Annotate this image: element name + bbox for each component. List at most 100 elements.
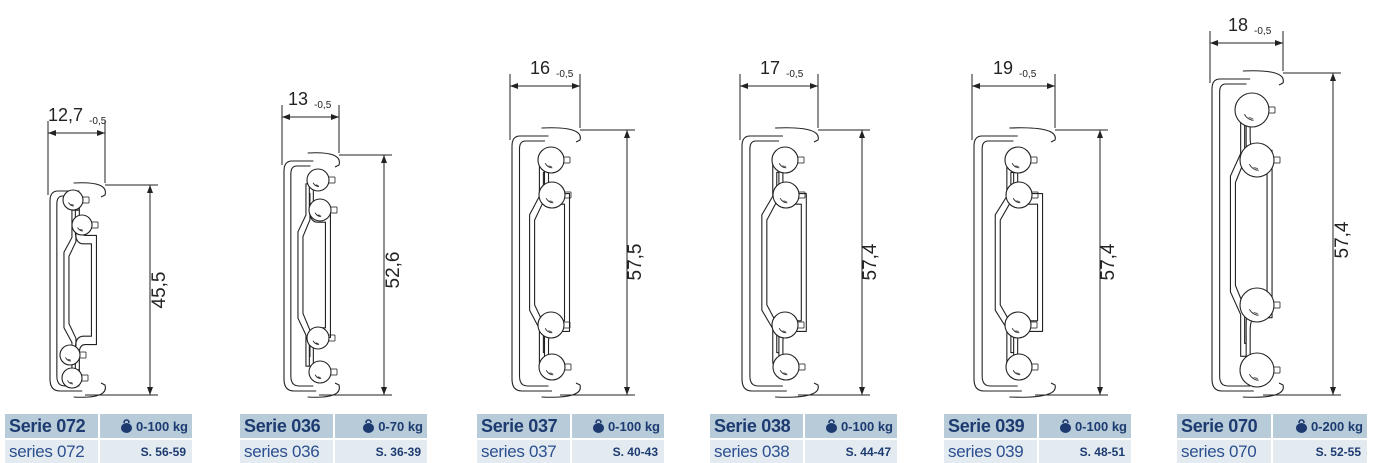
ball-bearing: [306, 326, 336, 350]
load-capacity: 0-100 kg: [99, 414, 192, 438]
width-value: 19: [993, 58, 1013, 78]
ball-bearing: [772, 353, 806, 381]
page-reference: S. 48-51: [1038, 440, 1131, 463]
load-value: 0-100 kg: [1074, 418, 1127, 434]
profile-drawing-5: 19 -0,5 57,4: [971, 58, 1119, 398]
height-dimension: 57,5: [560, 129, 646, 396]
load-value: 0-100 kg: [135, 418, 188, 434]
load-value: 0-70 kg: [378, 418, 423, 434]
series-name-en: series 039: [944, 440, 1037, 463]
width-dimension: 16 -0,5: [509, 58, 581, 140]
load-value: 0-200 kg: [1310, 418, 1363, 434]
ball-bearing: [538, 353, 572, 381]
width-tolerance: -0,5: [786, 69, 804, 80]
width-value: 13: [288, 89, 308, 109]
height-dimension: 57,4: [1263, 72, 1353, 396]
kettlebell-icon: [1295, 419, 1307, 433]
load-value: 0-100 kg: [840, 418, 893, 434]
ball-bearing: [537, 146, 571, 174]
series-name-en: series 036: [240, 440, 333, 463]
width-value: 18: [1228, 15, 1248, 35]
ball-bearing: [771, 146, 805, 174]
height-dimension: 52,6: [319, 154, 404, 396]
height-dimension: 57,4: [798, 129, 881, 396]
ball-bearing: [1004, 311, 1038, 339]
width-dimension: 19 -0,5: [971, 58, 1056, 140]
page-reference: S. 52-55: [1273, 440, 1367, 463]
load-capacity: 0-100 kg: [804, 414, 897, 438]
kettlebell-icon: [592, 419, 604, 433]
width-value: 17: [760, 58, 780, 78]
series-name-en: series 038: [710, 440, 803, 463]
height-dimension: 57,4: [1035, 129, 1119, 396]
serie-name: Serie 038: [710, 414, 803, 438]
width-dimension: 13-0,5: [281, 89, 340, 165]
ball-bearing: [59, 344, 87, 366]
load-value: 0-100 kg: [607, 418, 660, 434]
serie-name: Serie 039: [944, 414, 1037, 438]
width-tolerance: -0,5: [556, 69, 574, 80]
serie-name: Serie 036: [240, 414, 333, 438]
slide-profile: [1211, 70, 1284, 398]
height-value: 45,5: [149, 272, 170, 309]
load-capacity: 0-100 kg: [571, 414, 664, 438]
ball-bearing: [308, 198, 338, 222]
page-reference: S. 44-47: [804, 440, 897, 463]
height-value: 57,4: [1098, 243, 1119, 280]
ball-bearing: [308, 360, 338, 384]
width-tolerance: -0,5: [89, 116, 107, 127]
ball-bearing: [61, 367, 89, 389]
ball-bearing: [1005, 353, 1039, 381]
profile-drawing-1: 12,7 -0,5 45,5: [47, 105, 170, 398]
slide-profile: [49, 182, 106, 398]
ball-bearing: [772, 181, 806, 209]
series-name-en: series 070: [1177, 440, 1271, 463]
ball-bearing: [306, 168, 336, 192]
kettlebell-icon: [1059, 419, 1071, 433]
serie-name: Serie 072: [5, 414, 98, 438]
ball-bearing: [771, 311, 805, 339]
kettlebell-icon: [120, 419, 132, 433]
load-capacity: 0-200 kg: [1273, 414, 1367, 438]
slide-profile: [973, 127, 1056, 398]
profile-drawing-6: 18 -0,5 57,4: [1209, 15, 1353, 398]
ball-bearing: [1239, 352, 1281, 388]
ball-bearing: [1004, 146, 1038, 174]
serie-name: Serie 037: [477, 414, 570, 438]
ball-bearing: [1005, 181, 1039, 209]
height-value: 52,6: [383, 252, 404, 289]
page-reference: S. 40-43: [571, 440, 664, 463]
load-capacity: 0-70 kg: [334, 414, 427, 438]
slide-profile: [511, 127, 581, 398]
width-dimension: 12,7 -0,5: [47, 105, 107, 195]
width-tolerance: -0,5: [1019, 69, 1037, 80]
profile-drawing-3: 16 -0,5 57,5: [509, 58, 646, 398]
series-name-en: series 037: [477, 440, 570, 463]
height-value: 57,4: [1332, 221, 1353, 258]
width-value: 12,7: [48, 105, 83, 125]
serie-name: Serie 070: [1177, 414, 1271, 438]
height-dimension: 45,5: [85, 184, 170, 396]
load-capacity: 0-100 kg: [1038, 414, 1131, 438]
ball-bearing: [1234, 92, 1276, 128]
series-name-en: series 072: [5, 440, 98, 463]
profile-drawing-4: 17 -0,5 57,4: [739, 58, 881, 398]
kettlebell-icon: [363, 419, 375, 433]
page-reference: S. 56-59: [99, 440, 192, 463]
ball-bearing: [62, 189, 90, 211]
width-value: 16: [530, 58, 550, 78]
kettlebell-icon: [825, 419, 837, 433]
width-dimension: 18 -0,5: [1209, 15, 1284, 83]
width-tolerance: -0,5: [1254, 26, 1272, 37]
ball-bearing: [1239, 287, 1281, 323]
slide-profile: [283, 152, 340, 398]
ball-bearing: [538, 181, 572, 209]
ball-bearing: [1239, 142, 1281, 178]
